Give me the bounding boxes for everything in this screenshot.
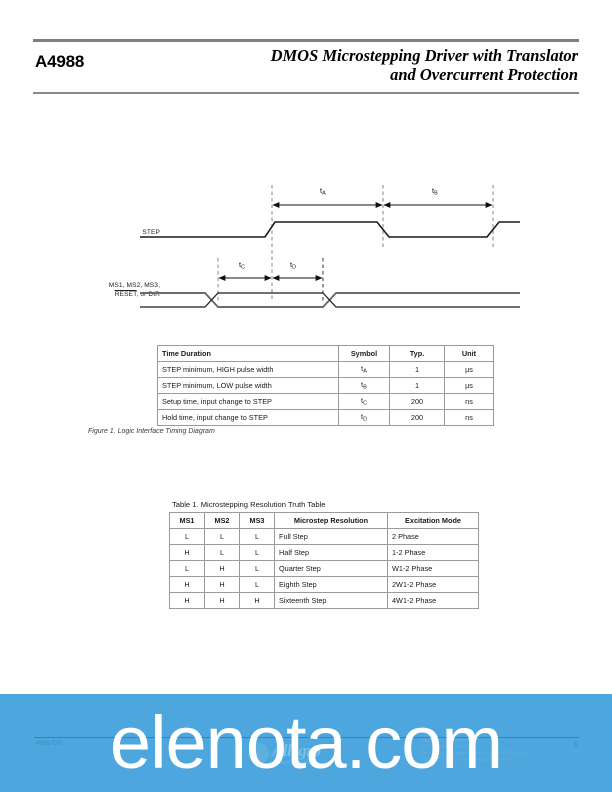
table-header-row: Time Duration Symbol Typ. Unit: [157, 345, 494, 362]
page-title-line2: and Overcurrent Protection: [390, 65, 578, 84]
interval-label-tb: tB: [432, 186, 438, 197]
table-header-row: MS1 MS2 MS3 Microstep Resolution Excitat…: [169, 512, 479, 529]
cell-ms2: L: [204, 528, 240, 545]
cell-ms3: L: [239, 576, 275, 593]
cell-symbol: tB: [338, 377, 390, 394]
footer-rule: [34, 737, 579, 738]
col-resolution: Microstep Resolution: [274, 512, 388, 529]
table-row: STEP minimum, HIGH pulse width tA 1 µs: [157, 361, 494, 378]
allegro-subname: MicroSystems, Inc.: [278, 760, 321, 766]
figure-caption: Figure 1. Logic Interface Timing Diagram: [88, 428, 215, 435]
signal-label-step: STEP: [142, 229, 160, 236]
cell-resolution: Quarter Step: [274, 560, 388, 577]
cell-ms2: H: [204, 576, 240, 593]
interval-label-ta: tA: [320, 186, 326, 197]
cell-symbol: tA: [338, 361, 390, 378]
cell-ms1: L: [169, 528, 205, 545]
company-line1: Allegro MicroSystems, Inc.: [420, 738, 483, 744]
cell-typ: 200: [389, 409, 445, 426]
cell-excitation: 2W1-2 Phase: [387, 576, 479, 593]
cell-excitation: 4W1-2 Phase: [387, 592, 479, 609]
cell-ms1: H: [169, 592, 205, 609]
cell-ms2: H: [204, 560, 240, 577]
timing-waveform-svg: [140, 185, 520, 308]
cell-resolution: Eighth Step: [274, 576, 388, 593]
cell-ms2: L: [204, 544, 240, 561]
globe-icon: [248, 743, 269, 764]
cell-symbol: tC: [338, 393, 390, 410]
cell-ms3: H: [239, 592, 275, 609]
cell-unit: ns: [444, 393, 494, 410]
cell-desc: STEP minimum, LOW pulse width: [157, 377, 339, 394]
table-row: Setup time, input change to STEP tC 200 …: [157, 393, 494, 410]
cell-resolution: Full Step: [274, 528, 388, 545]
table-row: STEP minimum, LOW pulse width tB 1 µs: [157, 377, 494, 394]
cell-unit: ns: [444, 409, 494, 426]
cell-typ: 1: [389, 361, 445, 378]
cell-ms1: H: [169, 544, 205, 561]
col-ms3: MS3: [239, 512, 275, 529]
cell-desc: Hold time, input change to STEP: [157, 409, 339, 426]
interval-label-tc: tC: [239, 260, 245, 271]
col-ms2: MS2: [204, 512, 240, 529]
cell-typ: 1: [389, 377, 445, 394]
header-rule-top: [33, 39, 579, 42]
cell-excitation: 2 Phase: [387, 528, 479, 545]
cell-typ: 200: [389, 393, 445, 410]
signal-label-bus-line2-rest: , or DIR: [136, 290, 160, 298]
table-row: H L L Half Step 1-2 Phase: [169, 544, 479, 561]
header-rule-bottom: [33, 92, 579, 94]
cell-desc: Setup time, input change to STEP: [157, 393, 339, 410]
cell-ms2: H: [204, 592, 240, 609]
footer-company-address: Allegro MicroSystems, Inc. 115 Northeast…: [420, 738, 529, 764]
page-title: DMOS Microstepping Driver with Translato…: [178, 46, 578, 84]
cell-ms3: L: [239, 528, 275, 545]
col-excitation: Excitation Mode: [387, 512, 479, 529]
cell-ms3: L: [239, 544, 275, 561]
table-row: Hold time, input change to STEP tD 200 n…: [157, 409, 494, 426]
cell-unit: µs: [444, 377, 494, 394]
signal-label-bus-line1: MS1, MS2, MS3,: [108, 282, 160, 289]
part-number: A4988: [35, 52, 85, 71]
company-line3: Worcester, Massachusetts 01615-0036 U.S.…: [420, 750, 529, 757]
table-row: L L L Full Step 2 Phase: [169, 528, 479, 545]
cell-ms1: H: [169, 576, 205, 593]
cell-ms1: L: [169, 560, 205, 577]
allegro-logo: Allegro MicroSystems, Inc.: [248, 740, 368, 770]
cell-resolution: Half Step: [274, 544, 388, 561]
cell-excitation: W1-2 Phase: [387, 560, 479, 577]
timing-parameters-table: Time Duration Symbol Typ. Unit STEP mini…: [157, 345, 494, 426]
col-unit: Unit: [444, 345, 494, 362]
cell-unit: µs: [444, 361, 494, 378]
footer-band: [0, 694, 612, 792]
table-row: H H H Sixteenth Step 4W1-2 Phase: [169, 592, 479, 609]
microstepping-truth-table: MS1 MS2 MS3 Microstep Resolution Excitat…: [169, 512, 479, 609]
footer-document-id: 4988-DS: [36, 740, 62, 747]
logic-interface-timing-diagram: STEP MS1, MS2, MS3, RESET, or DIR: [0, 150, 612, 330]
cell-symbol: tD: [338, 409, 390, 426]
signal-label-reset: RESET: [114, 290, 137, 298]
interval-label-td: tD: [290, 260, 296, 271]
company-line2: 115 Northeast Cutoff: [420, 744, 469, 751]
col-time-duration: Time Duration: [157, 345, 339, 362]
col-typ: Typ.: [389, 345, 445, 362]
cell-resolution: Sixteenth Step: [274, 592, 388, 609]
company-line4: 1.508.853.5000; www.allegromicro.com: [420, 757, 513, 764]
cell-desc: STEP minimum, HIGH pulse width: [157, 361, 339, 378]
truth-table-caption: Table 1. Microstepping Resolution Truth …: [172, 500, 326, 509]
col-symbol: Symbol: [338, 345, 390, 362]
col-ms1: MS1: [169, 512, 205, 529]
cell-ms3: L: [239, 560, 275, 577]
allegro-wordmark: Allegro: [272, 741, 321, 760]
page-title-line1: DMOS Microstepping Driver with Translato…: [270, 46, 578, 65]
table-row: L H L Quarter Step W1-2 Phase: [169, 560, 479, 577]
table-row: H H L Eighth Step 2W1-2 Phase: [169, 576, 479, 593]
page-number: 6: [573, 740, 578, 749]
signal-label-bus: MS1, MS2, MS3, RESET, or DIR: [70, 282, 160, 299]
cell-excitation: 1-2 Phase: [387, 544, 479, 561]
